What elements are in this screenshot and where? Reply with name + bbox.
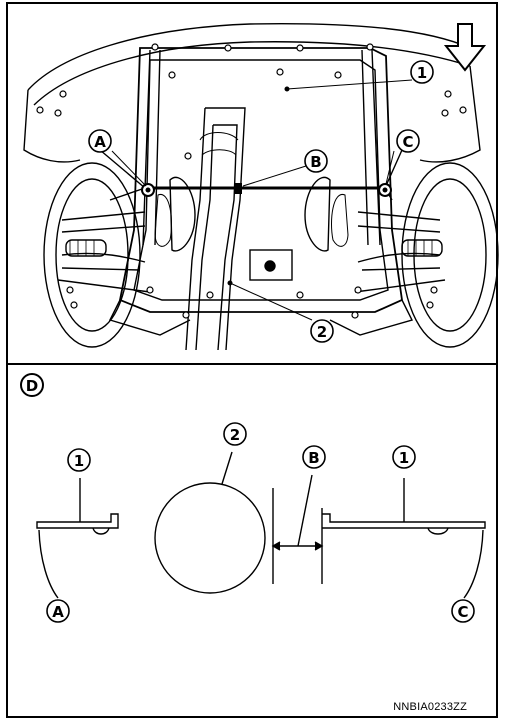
underbody-view	[23, 23, 499, 351]
callout-d: D	[20, 373, 44, 397]
figure-frame	[6, 2, 498, 718]
section-view	[36, 451, 486, 599]
callout-a-top-text: A	[94, 133, 106, 151]
exhaust-pipe	[205, 107, 246, 351]
exhaust-pipe-section	[154, 482, 266, 594]
callout-a-bottom-text: A	[52, 603, 64, 621]
callout-1-top: 1	[410, 60, 434, 84]
callout-2-bottom-text: 2	[230, 426, 240, 444]
callout-b-top-text: B	[310, 153, 321, 171]
callout-d-text: D	[26, 377, 38, 395]
callout-2-top: 2	[310, 319, 334, 343]
reference-line	[141, 183, 392, 197]
front-direction-arrow-icon	[443, 23, 487, 72]
callout-c-bottom-text: C	[457, 603, 468, 621]
callout-2-bottom: 2	[223, 422, 247, 446]
callout-c-top: C	[396, 129, 420, 153]
callout-b-bottom-text: B	[308, 449, 319, 467]
callout-a-top: A	[88, 129, 112, 153]
callout-a-bottom: A	[46, 599, 70, 623]
callout-b-top: B	[304, 149, 328, 173]
callout-1-top-text: 1	[417, 64, 427, 82]
callout-b-bottom: B	[302, 445, 326, 469]
callout-c-top-text: C	[402, 133, 413, 151]
callout-1-right: 1	[392, 445, 416, 469]
figure-code: NNBIA0233ZZ	[393, 701, 467, 713]
callout-c-bottom: C	[451, 599, 475, 623]
callout-1-left-text: 1	[74, 452, 84, 470]
callout-1-left: 1	[67, 448, 91, 472]
callout-2-top-text: 2	[317, 323, 327, 341]
undercover-plate	[118, 47, 403, 313]
callout-1-right-text: 1	[399, 449, 409, 467]
